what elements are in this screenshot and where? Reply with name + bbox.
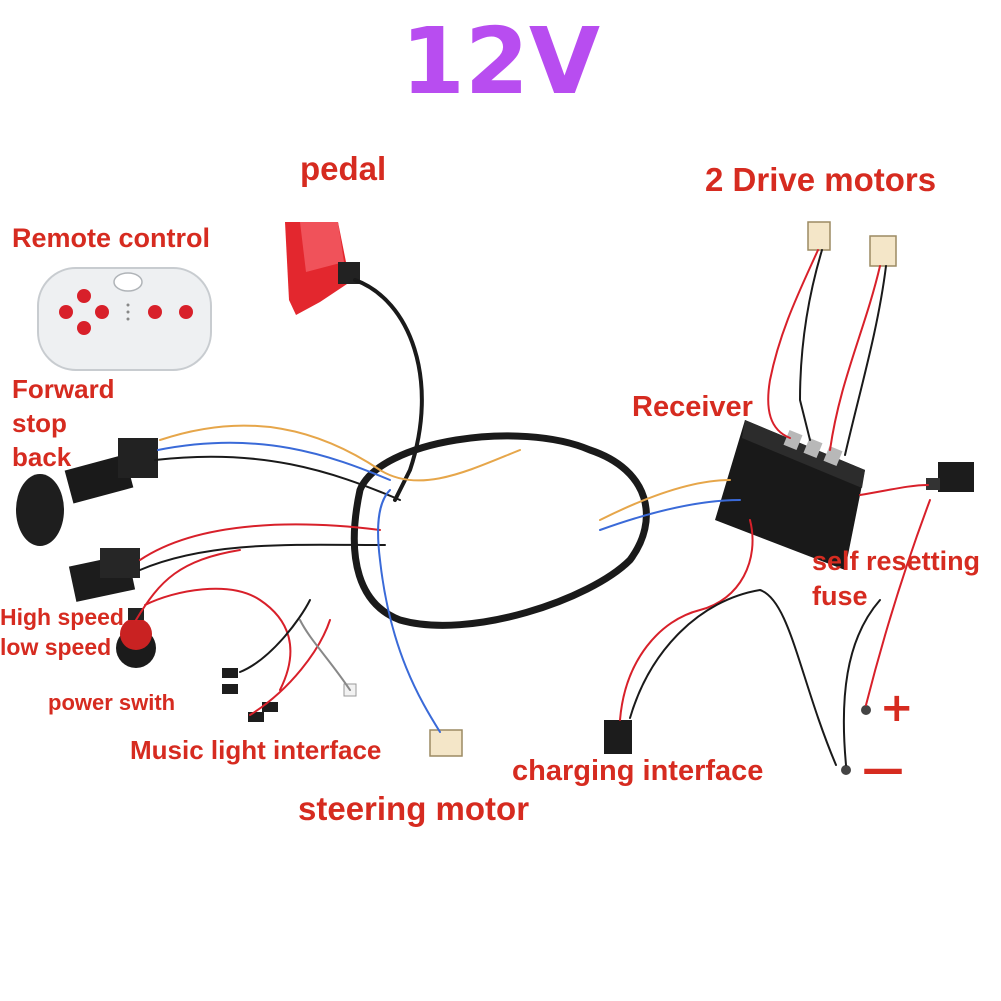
charging-interface-label: charging interface <box>512 755 764 787</box>
voltage-title: 12V <box>400 8 601 115</box>
steering-motor-label: steering motor <box>298 790 530 827</box>
low-speed-label: low speed <box>0 633 112 660</box>
minus-symbol: — <box>862 744 904 793</box>
pedal-label: pedal <box>300 150 387 187</box>
negative-terminal <box>841 765 851 775</box>
harness-wires <box>135 249 931 766</box>
power-switch-device <box>116 608 156 668</box>
positive-terminal <box>861 705 871 715</box>
speed-switch-label: High speed low speed <box>0 603 124 663</box>
forward-label: Forward <box>12 374 115 404</box>
fuse-label-line-1: self resetting <box>812 546 981 576</box>
fuse-device <box>926 462 974 492</box>
music-light-label: Music light interface <box>130 735 382 765</box>
speed-switch-device <box>68 548 140 602</box>
back-label: back <box>12 441 72 472</box>
gear-shifter-device <box>16 438 158 546</box>
high-speed-label: High speed <box>0 604 124 630</box>
charging-interface-plug <box>604 720 632 754</box>
motor-connector-2 <box>869 235 897 267</box>
pedal-device <box>285 222 360 315</box>
remote-control-label: Remote control <box>12 223 211 253</box>
remote-control-device <box>37 267 212 371</box>
motor-connector-1 <box>807 221 831 251</box>
fuse-label: self resetting fuse <box>812 544 980 614</box>
steering-motor-connector <box>429 729 463 757</box>
stop-label: stop <box>12 407 67 438</box>
drive-motors-label: 2 Drive motors <box>705 161 937 198</box>
music-light-connectors <box>222 668 357 722</box>
power-switch-label: power swith <box>48 690 176 715</box>
direction-switch-label: Forward stop back <box>12 373 115 474</box>
plus-symbol: + <box>880 685 914 731</box>
receiver-label: Receiver <box>632 391 753 423</box>
fuse-label-line-2: fuse <box>812 581 868 612</box>
